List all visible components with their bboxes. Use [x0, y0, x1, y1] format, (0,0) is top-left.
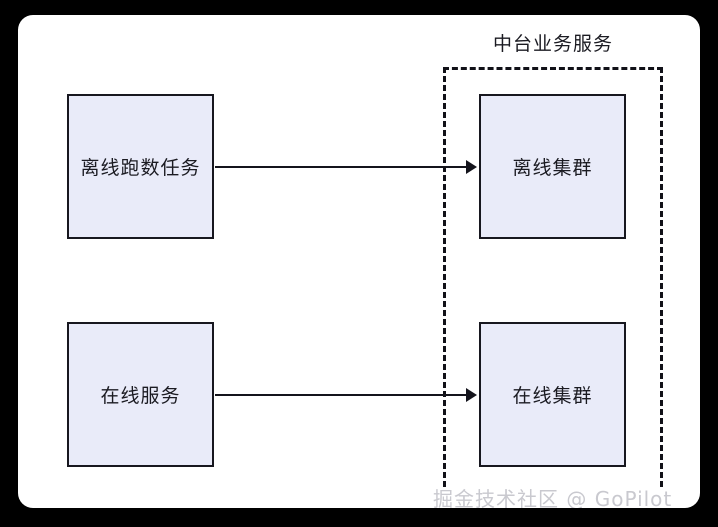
- arrow-online-service-to-online-cluster: [215, 388, 477, 402]
- arrow-shaft: [215, 166, 467, 168]
- arrow-offline-task-to-offline-cluster: [215, 160, 477, 174]
- diagram-canvas: 中台业务服务 离线跑数任务 在线服务 离线集群 在线集群 掘金技术社区 @ Go…: [18, 15, 700, 508]
- watermark: 掘金技术社区 @ GoPilot: [433, 487, 673, 508]
- arrow-shaft: [215, 394, 467, 396]
- node-offline-task[interactable]: 离线跑数任务: [67, 94, 214, 239]
- node-online-cluster[interactable]: 在线集群: [479, 322, 626, 467]
- node-online-service[interactable]: 在线服务: [67, 322, 214, 467]
- group-title: 中台业务服务: [492, 33, 613, 55]
- group-boundary-dashed: [443, 67, 663, 487]
- node-offline-cluster[interactable]: 离线集群: [479, 94, 626, 239]
